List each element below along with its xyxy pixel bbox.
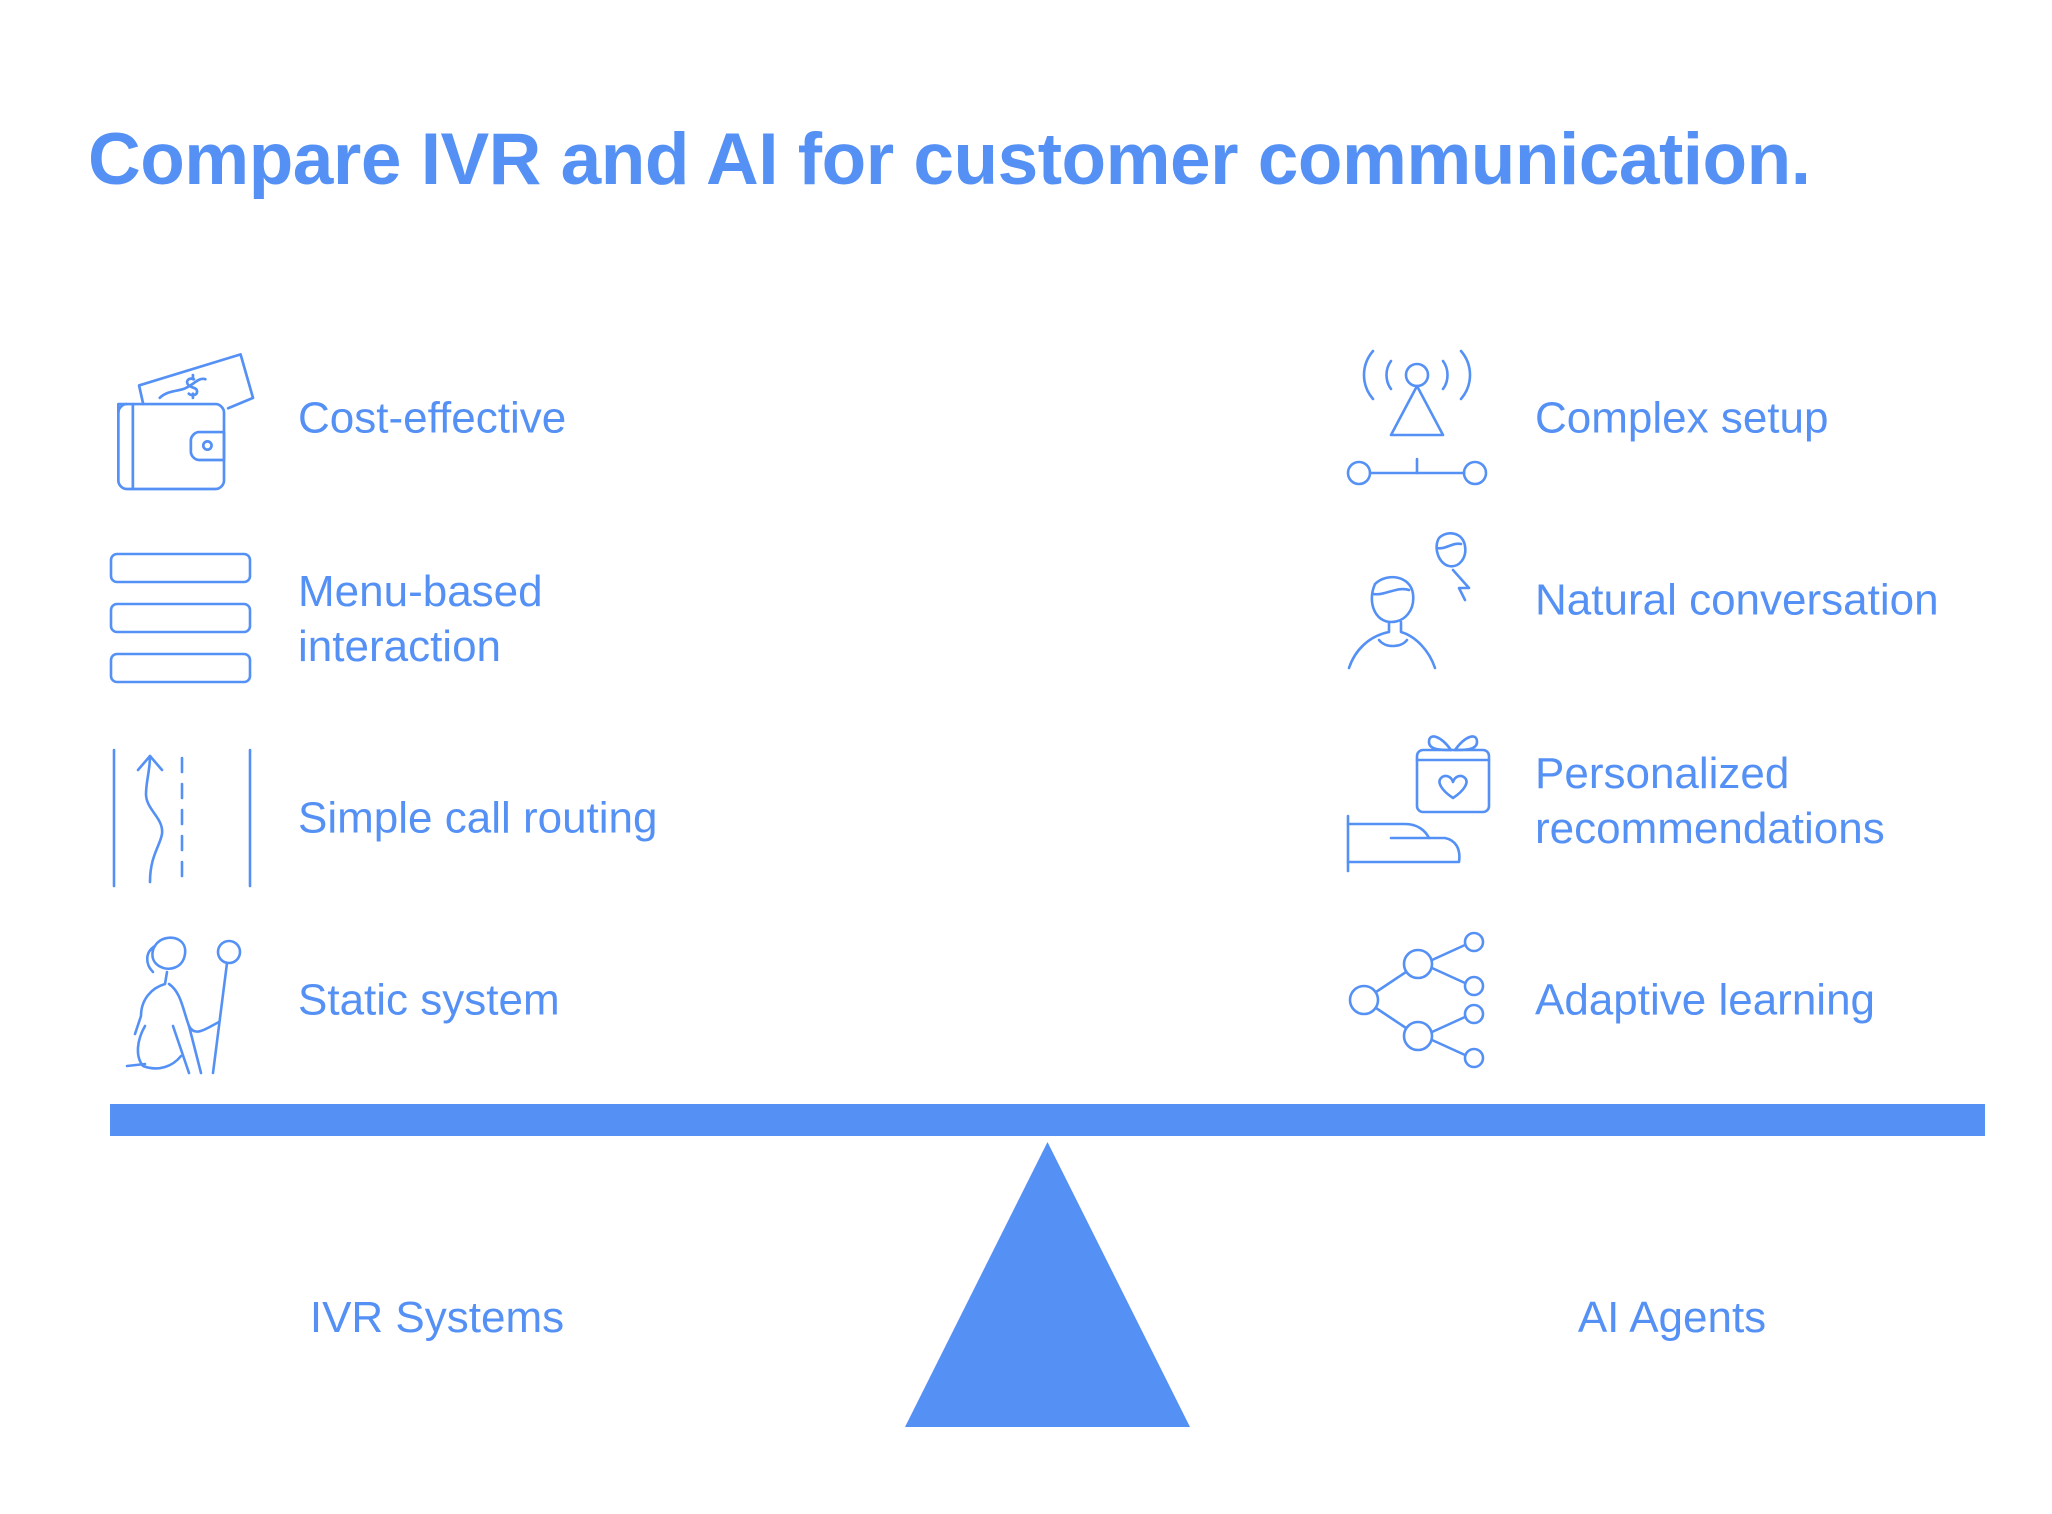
wallet-money-icon <box>108 344 255 491</box>
node-network-icon <box>1348 930 1488 1070</box>
menu-list-icon <box>108 551 253 685</box>
item-cost-effective: Cost-effective <box>298 393 567 443</box>
network-broadcast-icon <box>1345 345 1490 490</box>
item-static-system: Static system <box>298 975 560 1025</box>
conversation-people-icon <box>1345 528 1490 673</box>
item-adaptive-learning: Adaptive learning <box>1535 975 1876 1025</box>
page-title: Compare IVR and AI for customer communic… <box>88 119 1811 200</box>
side-label-ai-agents: AI Agents <box>1577 1293 1767 1342</box>
item-natural-conversation: Natural conversation <box>1535 575 1939 625</box>
fulcrum-triangle <box>905 1142 1190 1427</box>
route-lanes-icon <box>110 748 255 888</box>
item-personalized-recommendations: Personalized recommendations <box>1535 749 1885 853</box>
side-label-ivr-systems: IVR Systems <box>309 1293 565 1342</box>
item-complex-setup: Complex setup <box>1535 393 1829 443</box>
statue-icon <box>115 930 250 1075</box>
balance-beam <box>110 1104 1985 1136</box>
gift-hand-icon <box>1345 728 1493 873</box>
item-menu-based-interaction: Menu-based interaction <box>298 567 543 671</box>
item-simple-call-routing: Simple call routing <box>298 793 658 843</box>
